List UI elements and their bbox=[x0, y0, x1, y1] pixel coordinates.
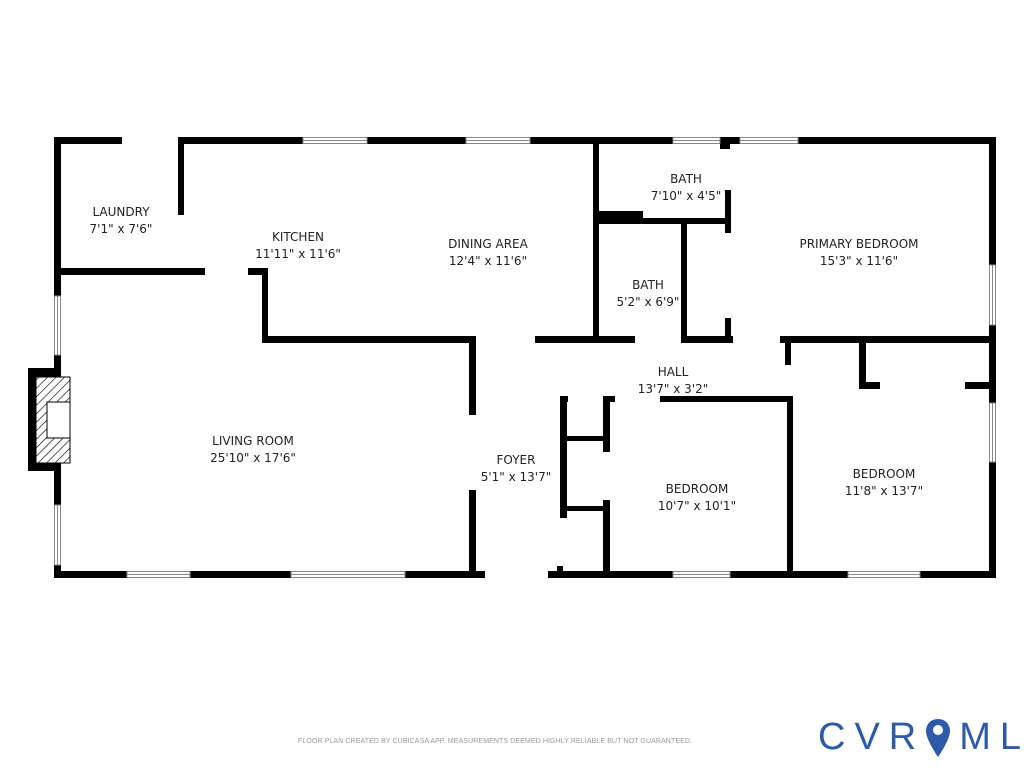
logo-text-left: CVR bbox=[818, 716, 926, 758]
disclaimer-text: FLOOR PLAN CREATED BY CUBICASA APP. MEAS… bbox=[298, 738, 693, 745]
logo-text-right: MLS bbox=[959, 716, 1024, 758]
walls bbox=[54, 137, 996, 578]
room-name-living-room: LIVING ROOM bbox=[212, 434, 294, 448]
room-name-kitchen: KITCHEN bbox=[272, 230, 324, 244]
room-dims-bath: 7'10" x 4'5" bbox=[651, 189, 722, 203]
room-dims-bedroom: 11'8" x 13'7" bbox=[845, 484, 923, 498]
room-name-primary-bedroom: PRIMARY BEDROOM bbox=[799, 237, 918, 251]
room-dims-hall: 13'7" x 3'2" bbox=[638, 382, 709, 396]
windows bbox=[54, 137, 996, 578]
room-dims-dining: 12'4" x 11'6" bbox=[449, 254, 527, 268]
room-labels: LAUNDRY 7'1" x 7'6" KITCHEN 11'11" x 11'… bbox=[90, 172, 924, 513]
room-name-bath: BATH bbox=[670, 172, 702, 186]
room-name-bedroom: BEDROOM bbox=[666, 482, 729, 496]
room-dims-living-room: 25'10" x 17'6" bbox=[210, 451, 296, 465]
fireplace bbox=[28, 368, 71, 471]
map-pin-icon bbox=[926, 718, 951, 757]
room-dims-bedroom: 10'7" x 10'1" bbox=[658, 499, 736, 513]
room-name-bedroom: BEDROOM bbox=[853, 467, 916, 481]
room-name-bath: BATH bbox=[632, 278, 664, 292]
room-dims-bath: 5'2" x 6'9" bbox=[617, 295, 680, 309]
room-dims-laundry: 7'1" x 7'6" bbox=[90, 222, 153, 236]
room-name-dining: DINING AREA bbox=[448, 237, 529, 251]
room-dims-primary-bedroom: 15'3" x 11'6" bbox=[820, 254, 898, 268]
room-name-laundry: LAUNDRY bbox=[92, 205, 150, 219]
room-dims-foyer: 5'1" x 13'7" bbox=[481, 470, 552, 484]
cvrmls-logo: CVR MLS bbox=[818, 716, 1024, 759]
room-name-hall: HALL bbox=[658, 365, 689, 379]
room-dims-kitchen: 11'11" x 11'6" bbox=[255, 247, 341, 261]
room-name-foyer: FOYER bbox=[497, 453, 536, 467]
